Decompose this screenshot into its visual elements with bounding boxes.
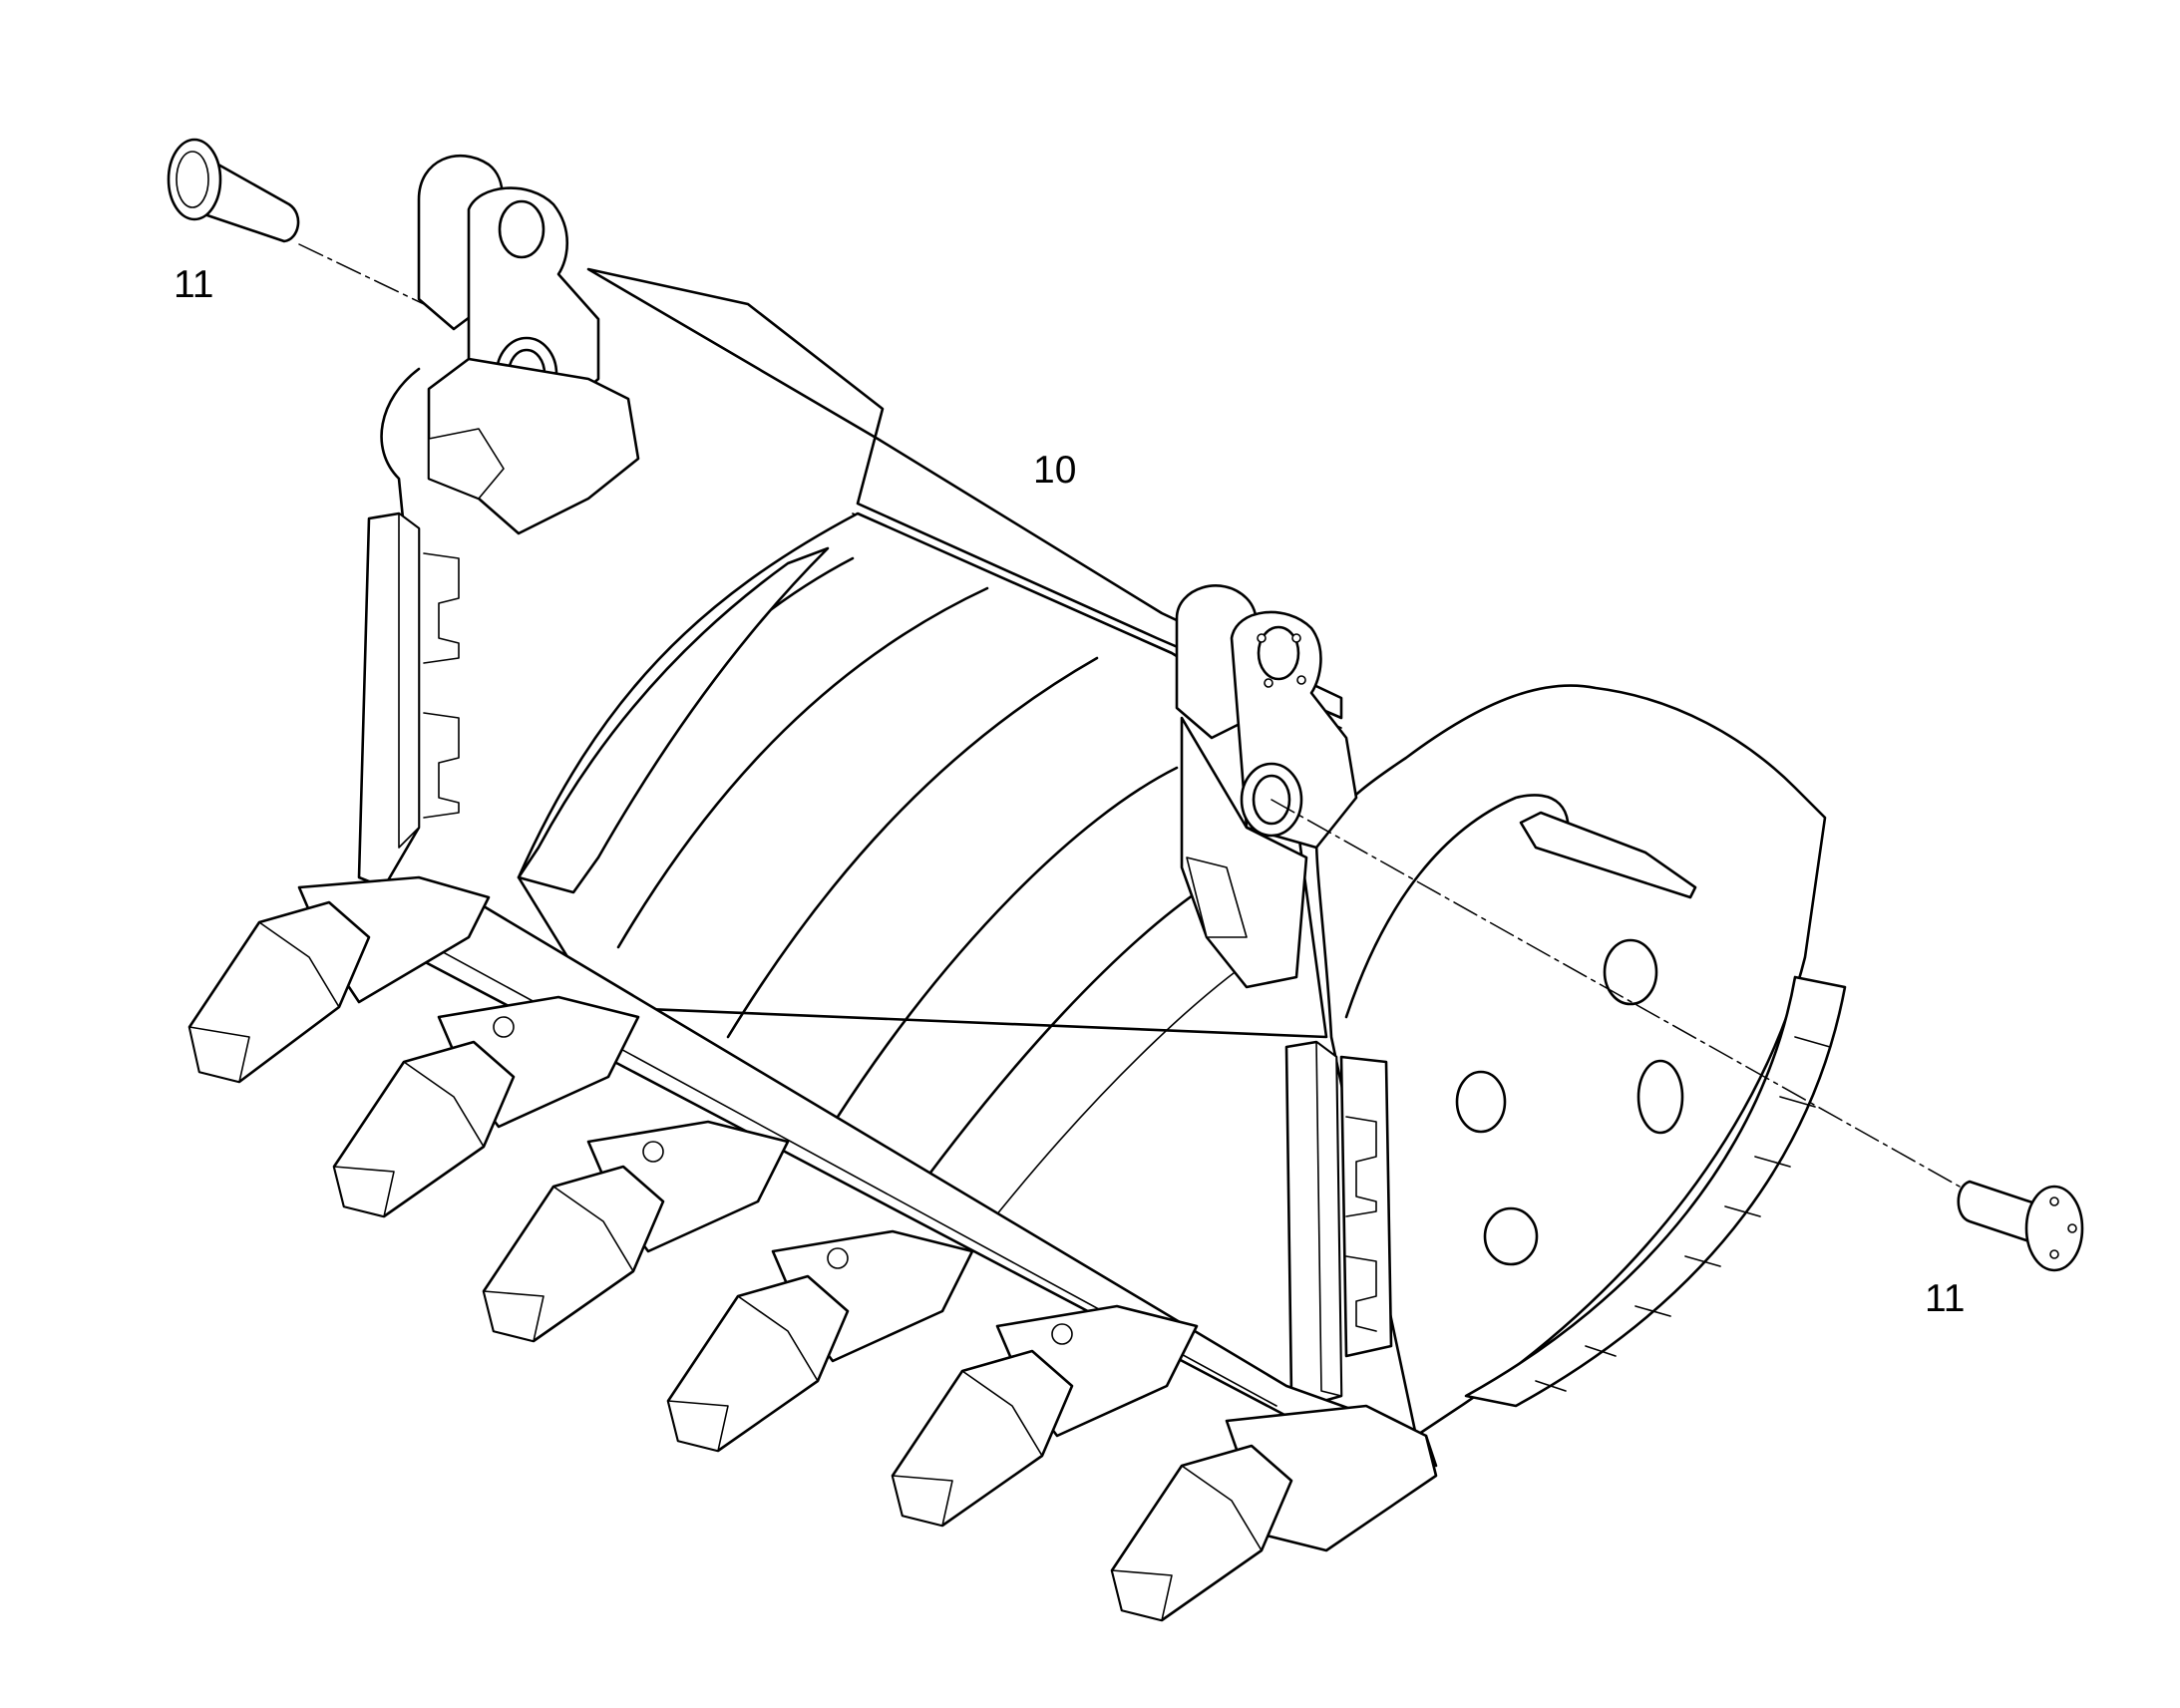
side-plate-inner-arc <box>1344 794 1570 1019</box>
tooth-6-ridge <box>1181 1465 1263 1551</box>
hinge-pin-right-bolt-1 <box>2049 1196 2059 1206</box>
hinge-right-upper-hole <box>1257 625 1300 681</box>
tooth-5 <box>891 1304 1199 1528</box>
hinge-pin-right <box>1957 1180 2084 1272</box>
side-cutter-right-notches-2 <box>1345 1255 1377 1332</box>
hinge-right-lower-face <box>1186 856 1248 938</box>
callout-10: 10 <box>1033 449 1077 492</box>
tooth-5-pin-retainer <box>1051 1323 1073 1345</box>
tooth-1 <box>187 875 491 1084</box>
centerline-right-pin <box>1271 799 1961 1188</box>
bucket-shell <box>517 267 1343 1227</box>
tooth-3-pin-retainer <box>642 1141 664 1163</box>
tooth-2-pin-retainer <box>493 1016 515 1038</box>
side-cutter-left-face <box>398 512 420 849</box>
lightening-hole-3 <box>1455 1070 1507 1134</box>
hinge-boss-left <box>380 154 640 535</box>
tooth-6 <box>1110 1404 1438 1622</box>
hinge-left-strap <box>380 367 421 530</box>
side-cutter-right-face <box>1315 1041 1342 1397</box>
hinge-right-bolt-1 <box>1257 633 1267 643</box>
side-cutter-right-notches <box>1345 1116 1377 1217</box>
tooth-2 <box>332 995 640 1218</box>
lightening-hole-2 <box>1636 1059 1684 1135</box>
side-cutter-left-notches-2 <box>423 712 460 819</box>
tooth-2-tip-face <box>333 1166 395 1217</box>
hinge-right-bolt-4 <box>1296 675 1306 685</box>
hinge-pin-right-bolt-3 <box>2049 1249 2059 1259</box>
side-cutter-left-notches <box>423 552 460 664</box>
tooth-1-tip-face <box>188 1026 250 1083</box>
side-plate-outline <box>1314 684 1827 1438</box>
side-edge-segments <box>1535 1036 1831 1392</box>
tooth-3 <box>482 1120 790 1343</box>
centerline-left-pin <box>298 243 425 305</box>
tooth-2-ridge <box>403 1061 485 1148</box>
wear-strip-left <box>517 546 830 894</box>
back-wall-rib-2 <box>616 586 989 949</box>
hinge-left-upper-hole <box>498 199 545 259</box>
tooth-3-ridge <box>552 1186 634 1272</box>
tooth-4-tip-face <box>667 1400 729 1452</box>
side-plate-right <box>1314 684 1847 1438</box>
hinge-pin-right-head <box>2024 1185 2084 1272</box>
hinge-pin-left-head-face <box>176 151 209 208</box>
hinge-pin-right-bolt-2 <box>2067 1223 2077 1233</box>
callout-11-right-pin: 11 <box>1925 1277 1966 1320</box>
tooth-4-pin-retainer <box>827 1247 849 1269</box>
hinge-pin-left <box>167 138 300 243</box>
hinge-right-bolt-3 <box>1264 678 1273 688</box>
lightening-hole-1 <box>1603 938 1658 1006</box>
hinge-boss-right <box>1175 584 1358 989</box>
hinge-pin-left-shaft <box>202 158 300 243</box>
tooth-5-ridge <box>961 1370 1043 1457</box>
tooth-4-ridge <box>737 1295 819 1382</box>
side-plate-top-lip <box>1519 811 1697 899</box>
side-edge-strip <box>1464 975 1847 1408</box>
tooth-3-tip-face <box>483 1290 545 1342</box>
hinge-left-base-face <box>428 428 505 500</box>
side-cutter-right <box>1284 1040 1393 1408</box>
tooth-6-tip-face <box>1111 1569 1173 1621</box>
lightening-hole-4 <box>1483 1206 1539 1266</box>
side-cutter-right-plate-2 <box>1339 1055 1393 1358</box>
back-wall-rib-3 <box>726 656 1099 1039</box>
side-cutter-left <box>357 512 460 889</box>
tooth-1-ridge <box>258 921 340 1008</box>
hinge-right-bolt-2 <box>1291 633 1301 643</box>
back-wall-rib-4 <box>836 766 1179 1119</box>
tooth-4 <box>666 1229 974 1453</box>
callout-11-left-pin: 11 <box>174 263 214 306</box>
tooth-5-tip-face <box>892 1475 953 1527</box>
